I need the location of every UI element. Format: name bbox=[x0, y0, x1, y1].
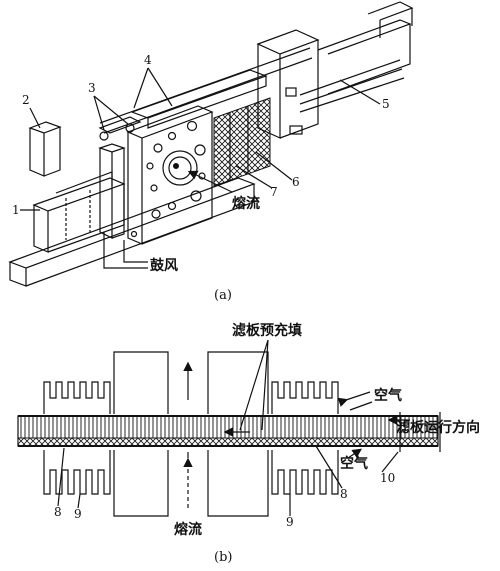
callout-7: 7 bbox=[270, 185, 278, 199]
cooling-fins-bottom-right bbox=[271, 450, 339, 495]
lower-housing-right bbox=[207, 450, 269, 517]
base-rail bbox=[8, 177, 256, 287]
callout-1: 1 bbox=[12, 203, 20, 217]
figure-b-drawing bbox=[17, 351, 441, 517]
callout-5: 5 bbox=[382, 97, 390, 111]
cooling-fins-bottom-left bbox=[43, 450, 111, 495]
callout-3: 3 bbox=[88, 81, 96, 95]
screen-clamp-blocks bbox=[98, 123, 135, 239]
top-guide-bar bbox=[98, 69, 268, 134]
air-label-bottom: 空气 bbox=[340, 455, 368, 472]
blow-label: 鼓风 bbox=[150, 257, 178, 274]
direction-label: 滤板运行方向 bbox=[396, 419, 480, 436]
breaker-plate bbox=[126, 105, 214, 245]
cooling-fins-top-left bbox=[43, 381, 111, 414]
callout-8-right: 8 bbox=[340, 487, 348, 501]
lower-housing-left bbox=[113, 450, 169, 517]
melt-flow-label-a: 熔流 bbox=[232, 195, 260, 212]
callout-6: 6 bbox=[292, 175, 300, 189]
callout-9-left: 9 bbox=[74, 507, 82, 521]
callout-10: 10 bbox=[380, 471, 395, 485]
upper-housing-left bbox=[113, 351, 169, 414]
caption-a: (a) bbox=[214, 288, 232, 303]
air-blower-left bbox=[28, 121, 126, 253]
caption-b: (b) bbox=[214, 550, 232, 565]
figure-a-labels: 1 2 3 4 5 6 7 熔流 鼓风 (a) bbox=[12, 53, 390, 303]
callout-4: 4 bbox=[144, 53, 152, 67]
figure-b-labels: 滤板预充填 空气 滤板运行方向 空气 8 9 8 9 10 熔流 (b) bbox=[54, 322, 480, 565]
hydraulic-cylinder bbox=[256, 1, 414, 139]
callout-8-left: 8 bbox=[54, 505, 62, 519]
air-label-top: 空气 bbox=[374, 387, 402, 404]
cooling-fins-top-right bbox=[271, 381, 339, 414]
melt-flow-label-b: 熔流 bbox=[174, 521, 202, 538]
figure-a-drawing bbox=[8, 1, 414, 287]
callout-9-right: 9 bbox=[286, 515, 294, 529]
upper-housing-right bbox=[207, 351, 269, 414]
callout-2: 2 bbox=[22, 93, 30, 107]
prefill-label: 滤板预充填 bbox=[232, 322, 302, 339]
screen-pack bbox=[213, 97, 271, 187]
